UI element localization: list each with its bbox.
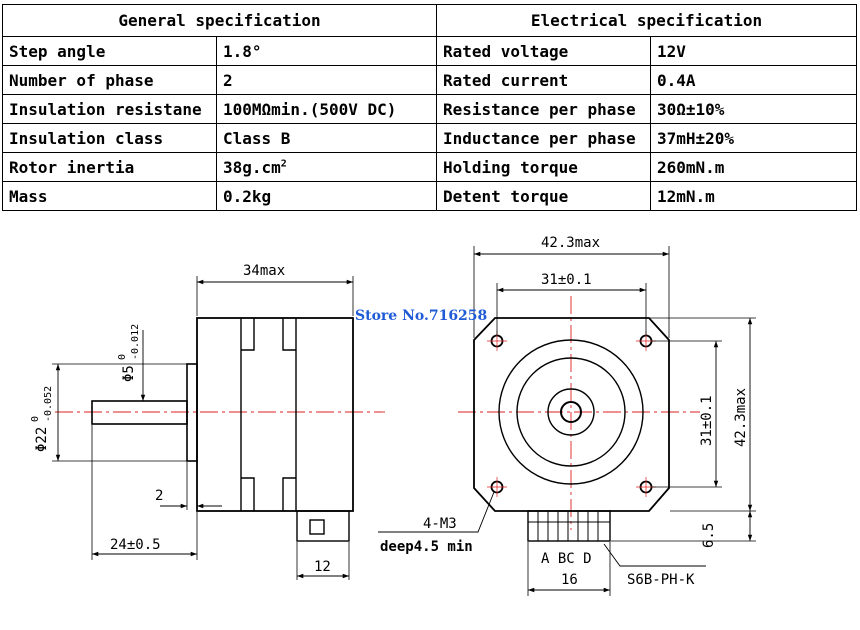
dim-16-label: 16 <box>561 572 578 588</box>
dim-phi22-base: Φ22 <box>34 427 50 452</box>
spec-value: 12mN.m <box>650 181 857 211</box>
table-row: Insulation resistane 100MΩmin.(500V DC) <box>2 94 438 124</box>
dim-phi5-label: Φ5 0 -0.012 <box>117 324 141 382</box>
dim-phi22-label: Φ22 0 -0.052 <box>30 386 54 452</box>
table-row: Resistance per phase 30Ω±10% <box>436 94 857 124</box>
front-connector <box>527 510 611 542</box>
spec-label: Insulation resistane <box>2 94 217 124</box>
spec-label: Number of phase <box>2 65 217 95</box>
table-row: Inductance per phase 37mH±20% <box>436 123 857 153</box>
table-row: Detent torque 12mN.m <box>436 181 857 211</box>
motor-stack-profile <box>240 318 297 511</box>
spec-label: Rated current <box>436 65 651 95</box>
table-row: Insulation class Class B <box>2 123 438 153</box>
front-flange <box>473 317 670 512</box>
spec-label: Insulation class <box>2 123 217 153</box>
dim-34max-label: 34max <box>243 263 285 279</box>
spec-value: 30Ω±10% <box>650 94 857 124</box>
spec-value-text: 38g.cm <box>223 157 281 177</box>
hole-depth-label: deep4.5 min <box>380 539 473 555</box>
electrical-spec-title: Electrical specification <box>436 4 857 37</box>
dim-6-5-label: 6.5 <box>701 523 717 548</box>
side-view <box>52 276 385 580</box>
leader-s6b <box>603 543 706 567</box>
general-spec-title: General specification <box>1 4 438 37</box>
table-row: Number of phase 2 <box>2 65 438 95</box>
side-connector-inner <box>309 519 325 535</box>
table-row: Rotor inertia 38g.cm2 <box>2 152 438 182</box>
dim-phi5-upper: 0 <box>117 354 128 360</box>
spec-value: 0.2kg <box>215 181 438 211</box>
front-shaft-circle <box>560 401 582 423</box>
leader-4-m3 <box>378 491 495 533</box>
spec-value: 37mH±20% <box>650 123 857 153</box>
front-outer-circle <box>498 339 644 485</box>
front-inner-circle <box>547 388 595 436</box>
pin-labels: A BC D <box>541 551 592 567</box>
spec-label: Step angle <box>2 36 217 66</box>
dim-phi22-upper: 0 <box>30 416 41 422</box>
table-row: Mass 0.2kg <box>2 181 438 211</box>
front-view <box>378 246 756 596</box>
spec-value: 100MΩmin.(500V DC) <box>215 94 438 124</box>
motor-shaft <box>91 400 188 425</box>
mount-hole-crosshairs <box>487 331 656 497</box>
dim-42v-label: 42.3max <box>733 388 749 447</box>
store-watermark: Store No.716258 <box>355 308 487 324</box>
dim-31h-label: 31±0.1 <box>541 272 592 288</box>
front-connector-pins <box>528 511 610 541</box>
general-spec-table: General specification Step angle 1.8° Nu… <box>1 4 438 211</box>
dim-phi5-base: Φ5 <box>121 365 137 382</box>
electrical-spec-table: Electrical specification Rated voltage 1… <box>436 4 857 211</box>
dim-phi5-lower: -0.012 <box>130 324 141 360</box>
spec-label: Mass <box>2 181 217 211</box>
mount-holes-label: 4-M3 <box>423 516 457 532</box>
side-connector <box>296 510 350 542</box>
spec-label: Resistance per phase <box>436 94 651 124</box>
motor-body <box>196 317 354 512</box>
dim-phi22-lower: -0.052 <box>43 386 54 422</box>
spec-label: Rotor inertia <box>2 152 217 182</box>
dim-42-h-label: 42.3max <box>541 235 600 251</box>
dim-31v-label: 31±0.1 <box>699 395 715 446</box>
motor-boss <box>186 363 198 462</box>
dim-24-label: 24±0.5 <box>110 537 161 553</box>
dim-12-label: 12 <box>314 559 331 575</box>
front-boss-circle <box>516 357 626 467</box>
connector-model-label: S6B-PH-K <box>627 572 695 588</box>
spec-value: 0.4A <box>650 65 857 95</box>
table-row: Rated voltage 12V <box>436 36 857 66</box>
table-row: Rated current 0.4A <box>436 65 857 95</box>
spec-value-superscript: 2 <box>280 158 287 170</box>
dim-2-label: 2 <box>155 488 163 504</box>
